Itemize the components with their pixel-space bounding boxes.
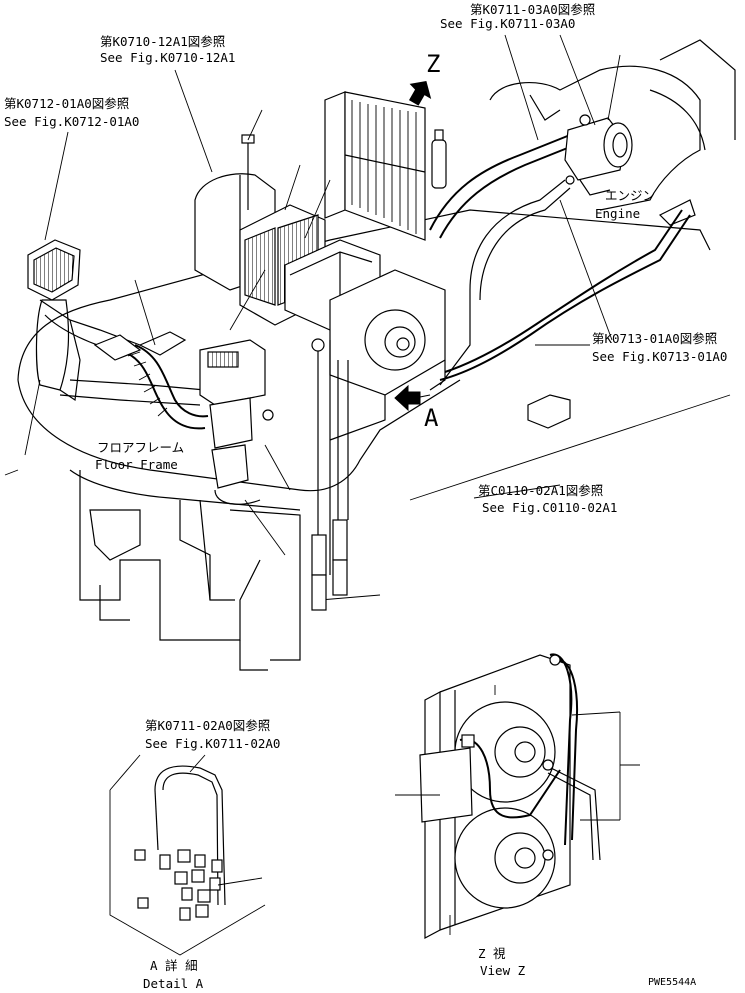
label-ref-k0712-01a0-en: See Fig.K0712-01A0 (4, 114, 139, 129)
label-ref-k0712-01a0-jp: 第K0712-01A0図参照 (4, 96, 129, 111)
label-view-a-arrow: A (424, 404, 439, 432)
label-view-z-jp: Z 視 (478, 946, 506, 961)
label-ref-c0110-02a1-jp: 第C0110-02A1図参照 (478, 483, 603, 498)
heater-unit (194, 134, 446, 611)
label-ref-k0713-01a0-en: See Fig.K0713-01A0 (592, 349, 727, 364)
label-detail-a-jp: A 詳 細 (150, 958, 198, 973)
leader-lines (24, 34, 621, 556)
label-ref-k0711-03a0-jp: 第K0711-03A0図参照 (470, 2, 595, 17)
control-panel (199, 339, 274, 505)
detail-a-drawing (109, 754, 266, 956)
label-view-z-arrow: Z (426, 50, 440, 78)
label-ref-k0710-12a1-en: See Fig.K0710-12A1 (100, 50, 235, 65)
view-z-drawing (395, 653, 640, 939)
label-ref-k0710-12a1-jp: 第K0710-12A1図参照 (100, 34, 225, 49)
label-floor-frame-jp: フロアフレーム (97, 440, 184, 455)
engine-compressor (489, 39, 736, 226)
condenser (324, 91, 447, 241)
view-arrows (394, 81, 432, 412)
label-view-z-en: View Z (480, 963, 526, 978)
label-detail-a-en: Detail A (143, 976, 204, 991)
label-engine-en: Engine (595, 206, 640, 221)
labels: 第K0711-03A0図参照 See Fig.K0711-03A0 第K0710… (4, 2, 727, 991)
label-ref-k0711-02a0-en: See Fig.K0711-02A0 (145, 736, 280, 751)
label-floor-frame-en: Floor Frame (95, 457, 178, 472)
left-vent-duct (27, 239, 209, 430)
label-drawing-code: PWE5544A (648, 977, 696, 988)
label-ref-c0110-02a1-en: See Fig.C0110-02A1 (482, 500, 617, 515)
drain-cap (527, 394, 571, 429)
label-ref-k0713-01a0-jp: 第K0713-01A0図参照 (592, 331, 717, 346)
label-ref-k0711-02a0-jp: 第K0711-02A0図参照 (145, 718, 270, 733)
label-engine-jp: エンジン (605, 188, 655, 203)
label-ref-k0711-03a0-en: See Fig.K0711-03A0 (440, 16, 575, 31)
refrigerant-hoses (429, 134, 691, 386)
